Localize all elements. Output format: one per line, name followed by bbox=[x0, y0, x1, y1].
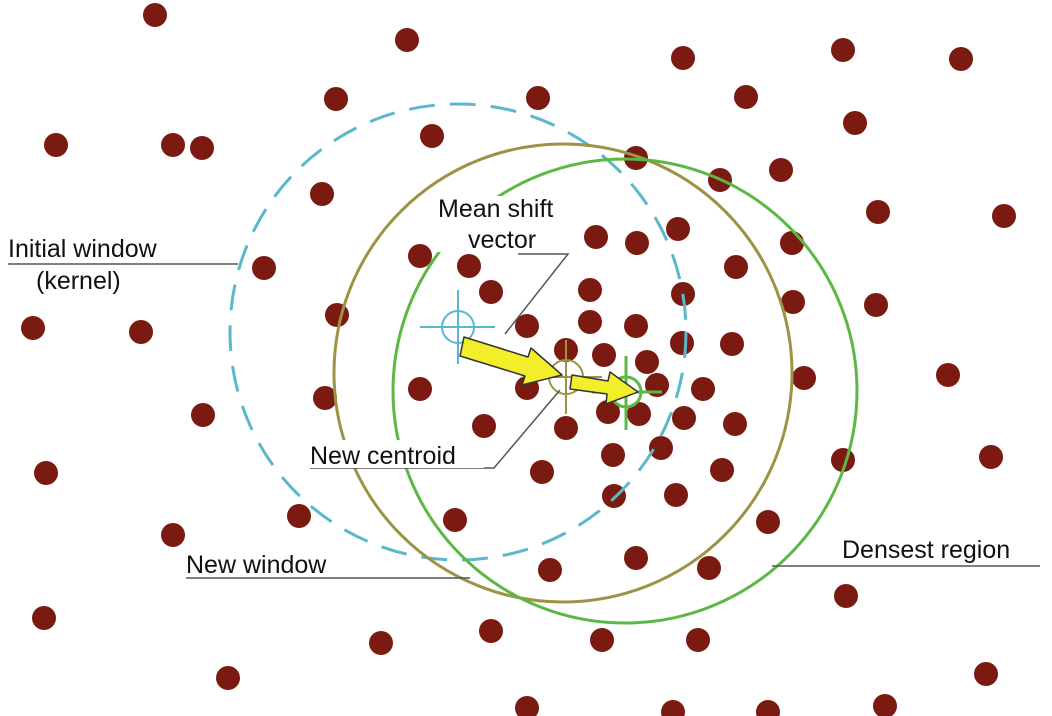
data-point bbox=[866, 200, 890, 224]
mean-shift-leader bbox=[504, 253, 570, 335]
data-point bbox=[792, 366, 816, 390]
densest-region-circle bbox=[391, 157, 859, 625]
data-point bbox=[666, 217, 690, 241]
data-point bbox=[601, 443, 625, 467]
data-point bbox=[313, 386, 337, 410]
data-point bbox=[578, 310, 602, 334]
initial-window-label: Initial window bbox=[8, 235, 158, 263]
data-point bbox=[129, 320, 153, 344]
data-point bbox=[161, 523, 185, 547]
densest-region-label: Densest region bbox=[842, 536, 1010, 564]
data-point bbox=[369, 631, 393, 655]
new-window-label: New window bbox=[186, 551, 327, 579]
data-point bbox=[864, 293, 888, 317]
data-point bbox=[408, 377, 432, 401]
data-point bbox=[671, 282, 695, 306]
data-point bbox=[843, 111, 867, 135]
data-points bbox=[21, 3, 1016, 716]
data-point bbox=[457, 254, 481, 278]
data-point bbox=[756, 700, 780, 716]
data-point bbox=[724, 255, 748, 279]
data-point bbox=[395, 28, 419, 52]
data-point bbox=[664, 483, 688, 507]
mean-shift-arrow-icon bbox=[459, 336, 563, 386]
mean-shift-label: Mean shift bbox=[438, 195, 553, 223]
data-point bbox=[479, 280, 503, 304]
data-point bbox=[515, 314, 539, 338]
data-point bbox=[161, 133, 185, 157]
new-window-circle bbox=[332, 142, 794, 604]
data-point bbox=[526, 86, 550, 110]
data-point bbox=[974, 662, 998, 686]
data-point bbox=[831, 38, 855, 62]
data-point bbox=[625, 231, 649, 255]
mean-shift-vector-label: vector bbox=[468, 226, 536, 254]
data-point bbox=[686, 628, 710, 652]
data-point bbox=[592, 343, 616, 367]
data-point bbox=[554, 416, 578, 440]
data-point bbox=[780, 231, 804, 255]
data-point bbox=[21, 316, 45, 340]
data-point bbox=[530, 460, 554, 484]
data-point bbox=[697, 556, 721, 580]
data-point bbox=[769, 158, 793, 182]
data-point bbox=[596, 400, 620, 424]
data-point bbox=[624, 546, 648, 570]
new-centroid-label: New centroid bbox=[310, 442, 456, 470]
data-point bbox=[936, 363, 960, 387]
second-shift-arrow-icon bbox=[569, 371, 639, 405]
initial-window-kernel-label: (kernel) bbox=[36, 267, 121, 295]
data-point bbox=[191, 403, 215, 427]
data-point bbox=[252, 256, 276, 280]
data-point bbox=[44, 133, 68, 157]
data-point bbox=[515, 696, 539, 716]
data-point bbox=[479, 619, 503, 643]
data-point bbox=[781, 290, 805, 314]
data-point bbox=[143, 3, 167, 27]
data-point bbox=[635, 350, 659, 374]
data-point bbox=[538, 558, 562, 582]
data-point bbox=[691, 377, 715, 401]
data-point bbox=[627, 402, 651, 426]
data-point bbox=[216, 666, 240, 690]
data-point bbox=[992, 204, 1016, 228]
data-point bbox=[420, 124, 444, 148]
data-point bbox=[756, 510, 780, 534]
data-point bbox=[670, 331, 694, 355]
initial-window-circle bbox=[228, 102, 688, 562]
data-point bbox=[310, 182, 334, 206]
data-point bbox=[408, 244, 432, 268]
data-point bbox=[602, 484, 626, 508]
data-point bbox=[949, 47, 973, 71]
data-point bbox=[979, 445, 1003, 469]
data-point bbox=[443, 508, 467, 532]
data-point bbox=[734, 85, 758, 109]
data-point bbox=[671, 46, 695, 70]
data-point bbox=[472, 414, 496, 438]
data-point bbox=[723, 412, 747, 436]
data-point bbox=[624, 314, 648, 338]
data-point bbox=[720, 332, 744, 356]
data-point bbox=[324, 87, 348, 111]
data-point bbox=[649, 436, 673, 460]
data-point bbox=[34, 461, 58, 485]
data-point bbox=[190, 136, 214, 160]
data-point bbox=[710, 458, 734, 482]
data-point bbox=[661, 700, 685, 716]
initial-centroid-icon bbox=[420, 290, 495, 364]
data-point bbox=[672, 406, 696, 430]
data-point bbox=[32, 606, 56, 630]
data-point bbox=[287, 504, 311, 528]
data-point bbox=[578, 278, 602, 302]
data-point bbox=[873, 694, 897, 716]
mean-shift-label-bg bbox=[434, 196, 580, 252]
new-centroid-label-bg bbox=[306, 440, 484, 468]
data-point bbox=[834, 584, 858, 608]
data-point bbox=[590, 628, 614, 652]
data-point bbox=[584, 225, 608, 249]
